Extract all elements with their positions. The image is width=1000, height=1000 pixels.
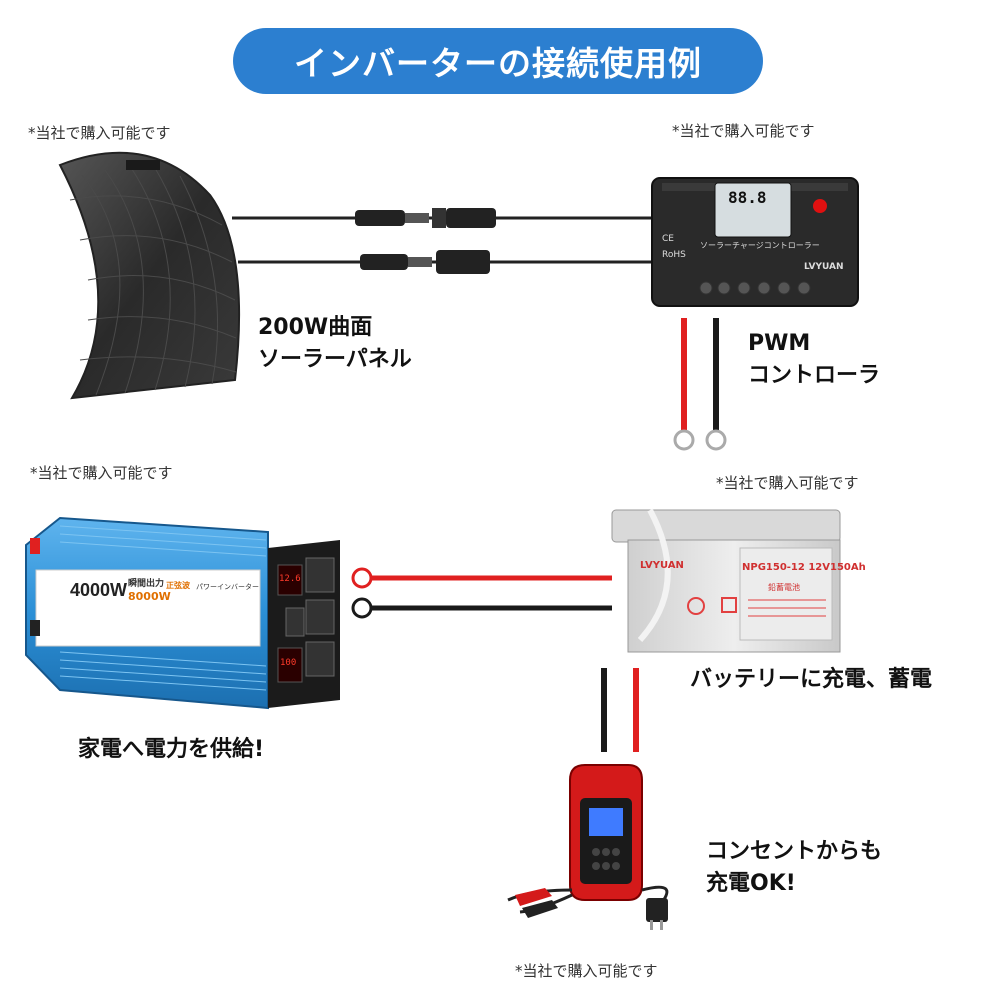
panel-caption-line1: 200W曲面 xyxy=(258,315,373,340)
controller-face-title: ソーラーチャージコントローラー xyxy=(700,241,820,250)
battery-model: NPG150-12 12V150Ah xyxy=(742,562,866,573)
controller-brand: LVYUAN xyxy=(804,262,844,272)
battery-charger-cables xyxy=(601,668,639,752)
inverter-display-voltage: 12.6 xyxy=(279,574,301,584)
battery-caption: バッテリーに充電、蓄電 xyxy=(690,667,933,692)
pwm-controller xyxy=(651,177,859,307)
charger-caption-line2: 充電OK! xyxy=(706,871,796,896)
inverter-peak-title: 瞬間出力 xyxy=(128,579,165,589)
controller-availability-note: *当社で購入可能です xyxy=(672,122,815,140)
inverter-wave: 正弦波 xyxy=(166,581,190,590)
inverter-name: パワーインバーター xyxy=(196,583,259,591)
battery-availability-note: *当社で購入可能です xyxy=(716,474,859,492)
battery-type: 鉛蓄電池 xyxy=(768,583,800,592)
inverter xyxy=(25,516,340,710)
controller-ce-mark: CE xyxy=(662,234,674,244)
charger-availability-note: *当社で購入可能です xyxy=(515,962,658,980)
page-title: インバーターの接続使用例 xyxy=(233,28,763,94)
panel-caption-line2: ソーラーパネル xyxy=(258,347,412,372)
controller-battery-cables xyxy=(673,318,727,451)
controller-lcd-value: 88.8 xyxy=(728,188,767,207)
battery-brand: LVYUAN xyxy=(640,560,684,571)
controller-rohs-mark: RoHS xyxy=(662,250,686,260)
controller-caption-line2: コントローラ xyxy=(748,363,881,388)
charger-caption-line1: コンセントからも xyxy=(706,839,883,864)
inverter-display-output: 100 xyxy=(280,658,297,668)
panel-controller-cables xyxy=(232,208,652,274)
inverter-peak: 8000W xyxy=(128,590,171,603)
inverter-caption: 家電へ電力を供給! xyxy=(78,737,265,762)
panel-availability-note: *当社で購入可能です xyxy=(28,124,171,142)
inverter-power: 4000W xyxy=(70,580,128,600)
battery-inverter-cables xyxy=(351,567,612,619)
solar-panel xyxy=(58,151,241,400)
controller-caption-line1: PWM xyxy=(748,331,811,356)
inverter-availability-note: *当社で購入可能です xyxy=(30,464,173,482)
battery xyxy=(611,508,841,653)
battery-charger xyxy=(507,764,669,930)
